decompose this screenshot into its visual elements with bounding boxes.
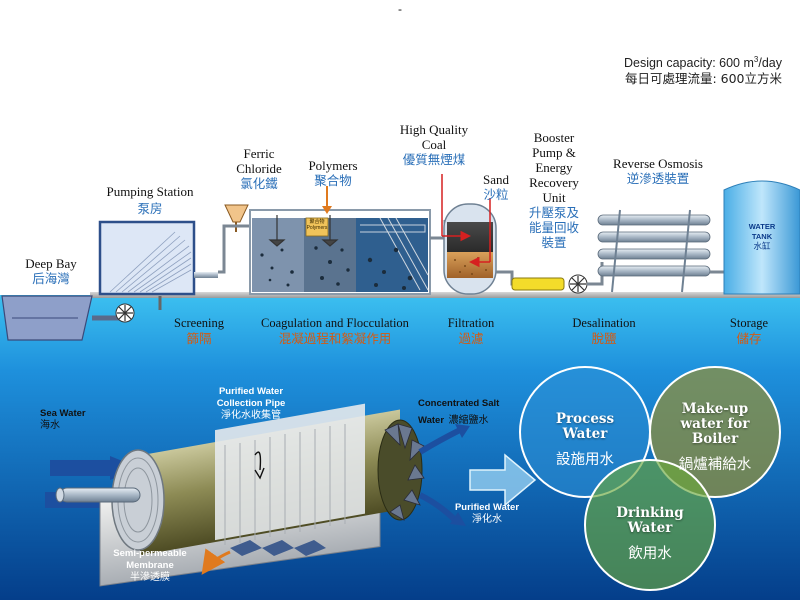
sand-label: Sand 沙粒 [483, 172, 509, 202]
filtration-vessel [441, 174, 520, 295]
capacity-en: Design capacity: 600 m3/day [623, 55, 782, 71]
stage-desalination: Desalination 脫鹽 [572, 316, 636, 346]
deep-bay-basin [1, 295, 135, 341]
capacity-cn: 每日可處理流量: 600立方米 [624, 71, 782, 87]
coal-label: High Quality Coal 優質無煙煤 [399, 122, 469, 167]
deep-bay-label: Deep Bay 后海灣 [25, 256, 77, 286]
ro-label: Reverse Osmosis 逆滲透裝置 [613, 156, 703, 186]
salt-water-label: Concentrated Salt Water 濃縮鹽水 [418, 398, 500, 426]
boiler-water-text: Make-up water for Boiler 鍋爐補給水 [678, 401, 752, 474]
pumping-station [98, 220, 218, 310]
polymer-tag: 聚合物 Polymers [306, 219, 328, 231]
ferric-funnel [218, 204, 252, 274]
semi-membrane-label: Semi-permeable Membrane 半滲透膜 [113, 548, 187, 583]
membrane-cylinder [45, 403, 470, 587]
stage-coagulation: Coagulation and Flocculation 混凝過程和絮凝作用 [261, 316, 409, 346]
process-water-text: Process Water 設施用水 [555, 411, 615, 469]
water-tank-label: WATER TANK 水缸 [748, 222, 776, 252]
top-dash: - [398, 2, 402, 16]
polymers-label: Polymers 聚合物 [308, 158, 358, 188]
ground-strip [90, 292, 800, 298]
stage-storage: Storage 儲存 [729, 316, 769, 346]
capacity-label: Design capacity: 600 m3/day 每日可處理流量: 600… [560, 52, 782, 87]
flow-arrow [469, 453, 537, 507]
use-circles [519, 366, 781, 591]
drinking-water-circle [584, 459, 716, 591]
booster-pump [511, 262, 604, 294]
coagulation-tank [249, 209, 447, 295]
purified-water-label: Purified Water 淨化水 [454, 502, 520, 525]
drinking-water-text: Drinking Water 飲用水 [616, 505, 684, 563]
collection-pipe-label: Purified Water Collection Pipe 淨化水收集管 [216, 386, 286, 421]
sea-water-label: Sea Water 海水 [40, 408, 86, 431]
storage-tank [723, 180, 800, 295]
booster-label: Booster Pump & Energy Recovery Unit 升壓泵及… [528, 130, 579, 250]
pumping-station-label: Pumping Station 泵房 [106, 184, 194, 216]
polymer-arrow [322, 186, 332, 214]
stage-screening: Screening 篩隔 [174, 316, 224, 346]
ro-modules [597, 209, 726, 293]
ferric-chloride-label: Ferric Chloride 氯化鐵 [236, 146, 282, 191]
boiler-water-circle [649, 366, 781, 498]
stage-filtration: Filtration 過濾 [447, 316, 495, 346]
